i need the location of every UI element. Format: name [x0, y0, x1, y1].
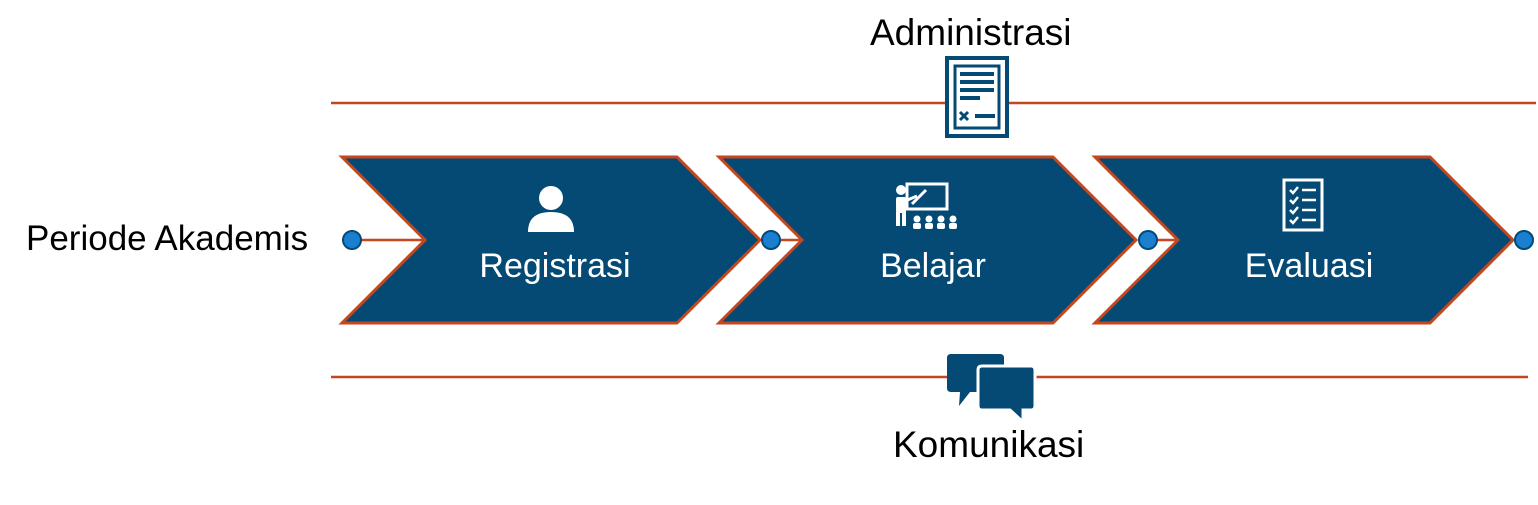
checklist-icon — [1282, 178, 1324, 232]
timeline-dot-end — [1514, 230, 1534, 250]
user-icon — [528, 186, 574, 232]
timeline-dot-3 — [1138, 230, 1158, 250]
teacher-presentation-icon — [896, 182, 957, 229]
step-label-belajar: Belajar — [880, 247, 986, 285]
chat-bubbles-icon — [947, 354, 1037, 426]
step-label-evaluasi: Evaluasi — [1245, 247, 1374, 285]
periode-akademis-label: Periode Akademis — [26, 219, 309, 258]
timeline-dot-2 — [761, 230, 781, 250]
komunikasi-title: Komunikasi — [893, 424, 1085, 465]
chevron-belajar — [715, 155, 1139, 325]
timeline-dot-start — [342, 230, 362, 250]
chevron-registrasi — [338, 155, 763, 325]
document-icon — [945, 56, 1009, 138]
chevron-evaluasi — [1091, 155, 1516, 325]
administrasi-title: Administrasi — [870, 12, 1072, 53]
step-label-registrasi: Registrasi — [479, 247, 630, 285]
